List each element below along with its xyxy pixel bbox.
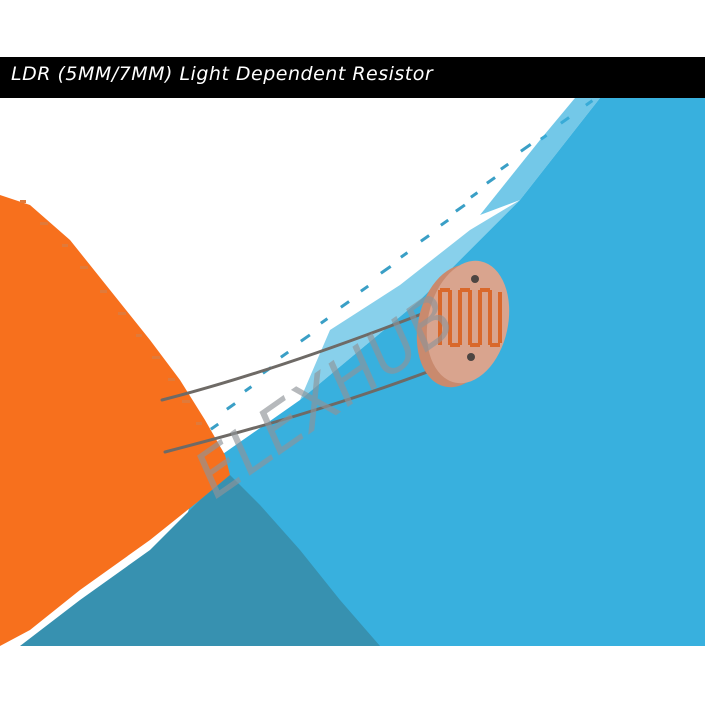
product-title: LDR (5MM/7MM) Light Dependent Resistor <box>11 63 434 85</box>
ldr-component <box>416 260 510 388</box>
orange-paint-region <box>0 195 230 646</box>
bottom-whitespace <box>0 646 705 705</box>
ldr-lead-wires <box>160 308 440 454</box>
title-banner: LDR (5MM/7MM) Light Dependent Resistor <box>0 57 705 98</box>
teal-paint-region <box>20 475 380 646</box>
product-image: ELEXHUB <box>0 98 705 646</box>
